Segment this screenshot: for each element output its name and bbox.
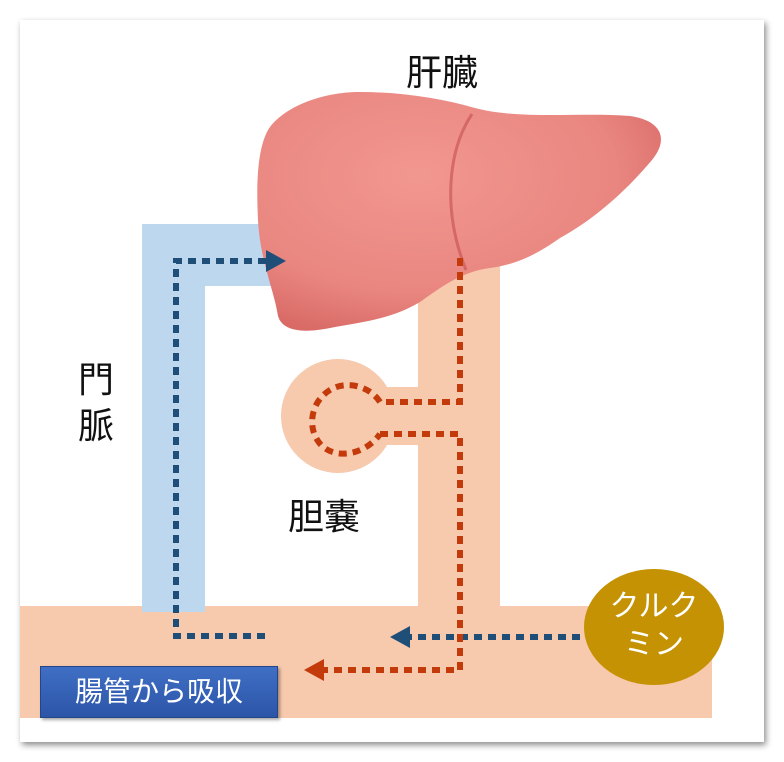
liver-label: 肝臓 — [406, 53, 479, 94]
flow-diagram — [20, 92, 724, 718]
portal-flow-arrow — [266, 250, 286, 272]
bile-flow-line-lower — [320, 431, 463, 673]
gallbladder-flow-loop — [309, 382, 383, 457]
gallbladder-label: 胆嚢 — [288, 497, 361, 538]
bile-flow-line-upper — [380, 258, 463, 405]
portal-vein-label: 門脈 — [78, 360, 115, 447]
portal-flow-line — [173, 258, 270, 639]
gallbladder-shape — [281, 359, 395, 473]
curcumin-ellipse — [584, 569, 724, 685]
diagram-frame: 肝臓 門脈 胆嚢 腸管から吸収 クルクミン — [20, 20, 764, 742]
portal-vein-shape — [142, 224, 282, 612]
bile-flow-arrow — [304, 659, 324, 681]
curcumin-flow-arrow — [390, 626, 410, 648]
intestine-absorption-label: 腸管から吸収 — [40, 666, 278, 718]
curcumin-label: クルクミン — [609, 589, 699, 662]
liver-shape — [257, 92, 661, 331]
